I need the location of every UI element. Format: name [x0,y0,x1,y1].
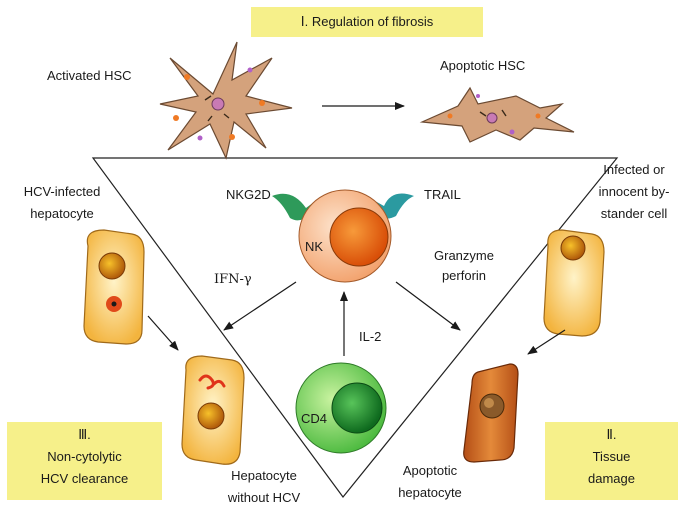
clearance-line2: HCV clearance [40,471,129,486]
regulation-title: Ⅰ. Regulation of fibrosis [300,14,434,29]
arrow-granzyme [395,281,461,331]
label-apoptotic-hep-1: Apoptotic [402,463,458,478]
label-trail: TRAIL [424,187,461,202]
label-nkg2d: NKG2D [226,187,271,202]
regulation-of-fibrosis-box: Ⅰ. Regulation of fibrosis [251,7,483,37]
damage-numeral: Ⅱ. [606,427,617,442]
damage-line2: damage [588,471,635,486]
damage-line1: Tissue [592,449,631,464]
tissue-damage-box: Ⅱ. Tissue damage [545,422,678,500]
arrow-bystander-to-apoptotic [527,329,566,355]
label-bystander-3: stander cell [600,206,668,221]
label-hep-without-1: Hepatocyte [231,468,297,483]
label-hcv-infected-1: HCV-infected [23,184,101,199]
nk-cell [298,189,392,283]
bystander-cell [543,229,605,337]
arrow-hcv-to-cleared [147,315,179,351]
apoptotic-hepatocyte [463,363,519,463]
label-nk: NK [305,239,324,254]
activated-hsc-cell [159,41,293,160]
cd4-cell [295,362,387,454]
hcv-infected-hepatocyte [83,229,145,345]
label-hep-without-2: without HCV [227,490,301,505]
apoptotic-hsc-cell [419,86,575,143]
label-activated-hsc: Activated HSC [47,68,132,83]
label-ifn-gamma: IFN-γ [214,272,252,287]
label-bystander-2: innocent by- [598,184,670,199]
label-perforin: perforin [441,268,487,283]
non-cytolytic-clearance-box: Ⅲ. Non-cytolytic HCV clearance [7,422,162,500]
label-granzyme: Granzyme [434,248,494,263]
label-hcv-infected-2: hepatocyte [30,206,94,221]
clearance-numeral: Ⅲ. [78,427,91,442]
label-il2: IL-2 [359,329,382,344]
label-apoptotic-hsc: Apoptotic HSC [440,58,526,73]
triangle-outline [91,157,619,498]
arrow-ifn [223,281,297,331]
label-cd4: CD4 [301,411,328,426]
label-bystander-1: Infected or [603,162,665,177]
clearance-line1: Non-cytolytic [47,449,122,464]
label-apoptotic-hep-2: hepatocyte [398,485,462,500]
hepatocyte-without-hcv [181,355,245,465]
